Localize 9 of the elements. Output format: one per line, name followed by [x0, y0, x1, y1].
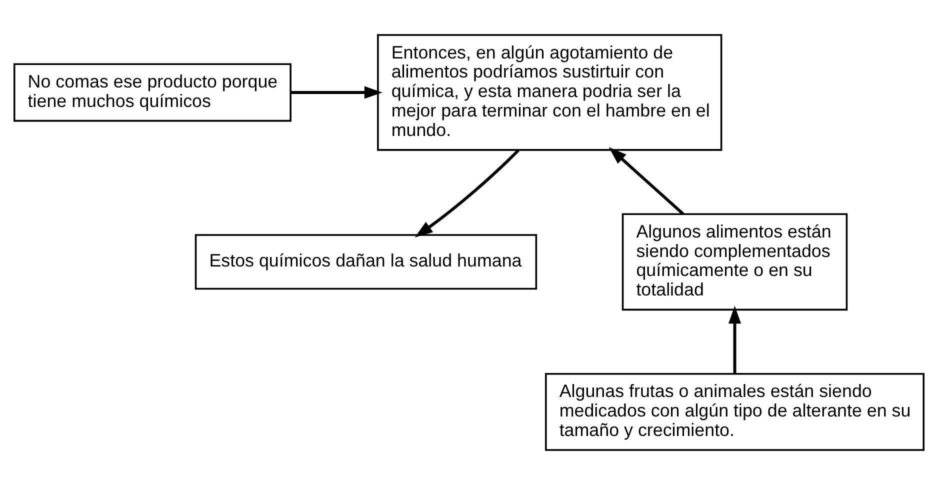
- node-box: Estos químicos dañan la salud humana: [194, 234, 538, 290]
- arrow: [608, 146, 684, 215]
- node-box: Algunas frutas o animales están siendo medicados con algún tipo de alterante en su tamaño y crecimiento.: [545, 372, 925, 450]
- arrow: [290, 86, 382, 98]
- arrow: [414, 148, 520, 237]
- arrow: [728, 305, 742, 374]
- node-box: Entonces, en algún agotamiento de alimentos podríamos sustirtuir con química, y esta manera podria ser la mejor para terminar con el hambre en el mundo.: [377, 34, 722, 150]
- node-box: No comas ese producto porque tiene muchos químicos: [13, 62, 292, 122]
- node-box: Algunos alimentos están siendo complementados químicamente o en su totalidad: [622, 212, 848, 310]
